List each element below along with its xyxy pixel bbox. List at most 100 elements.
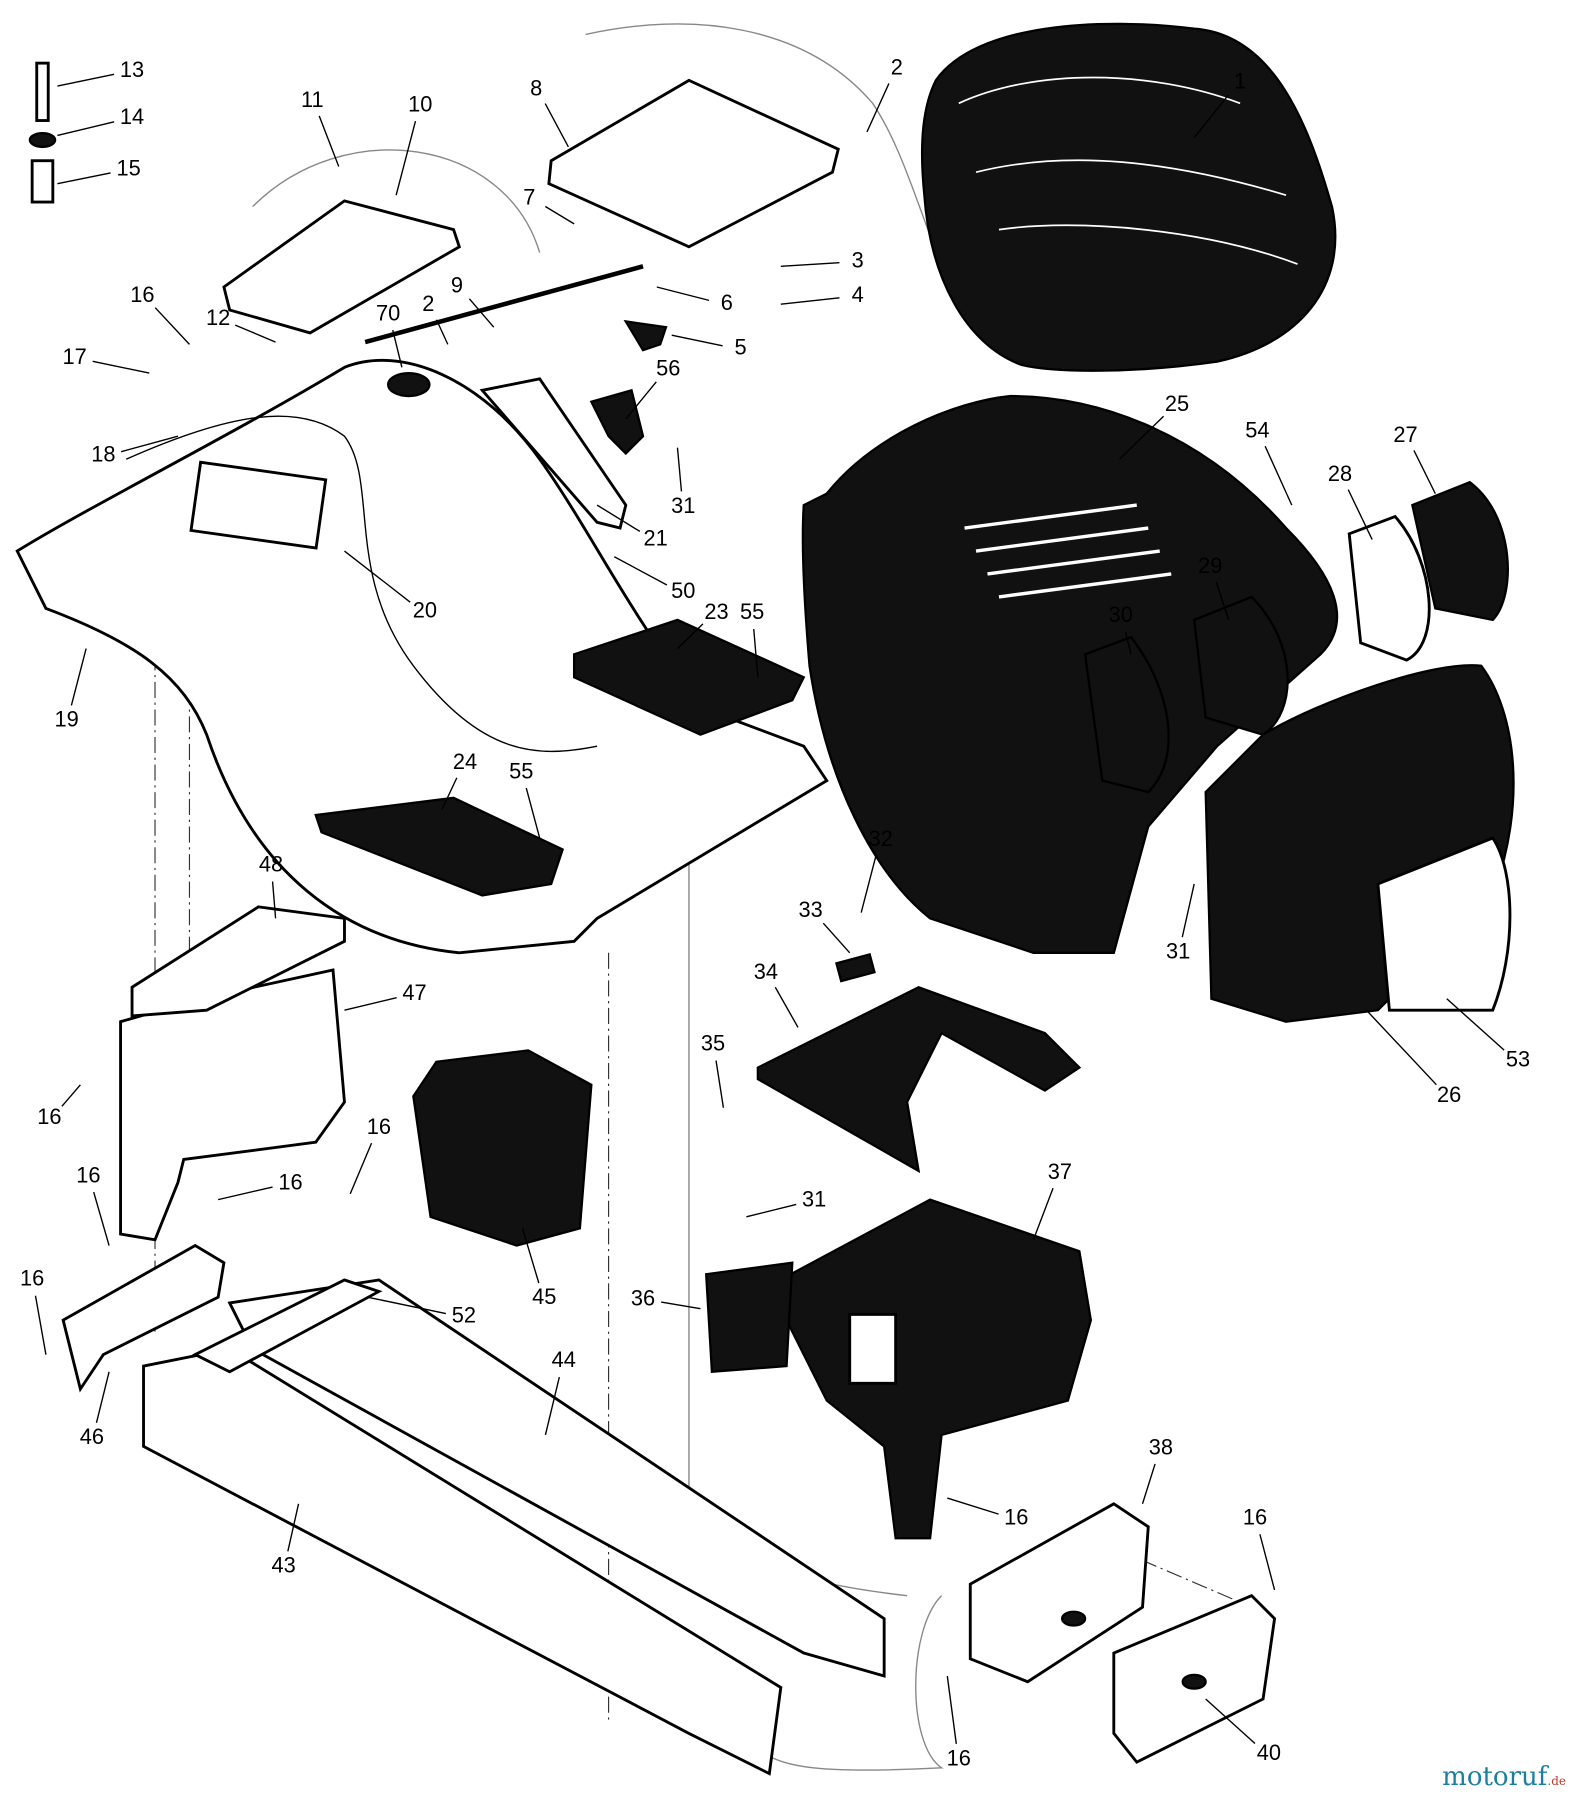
callout-part-31: 31	[802, 1187, 826, 1212]
callout-part-16: 16	[278, 1169, 302, 1194]
callout-part-16: 16	[1243, 1505, 1267, 1530]
callout-leader-line	[1259, 1534, 1276, 1591]
shield-bracket	[130, 905, 346, 1018]
callout-leader-line	[676, 447, 683, 492]
callout-part-34: 34	[754, 959, 778, 984]
grille-insert	[1376, 836, 1512, 1012]
fender-inner	[126, 415, 598, 753]
callout-leader-line	[271, 881, 277, 919]
callout-part-50: 50	[671, 578, 695, 603]
callout-leader-line	[120, 435, 179, 453]
callout-leader-line	[1181, 883, 1195, 938]
callout-leader-line	[468, 298, 495, 328]
callout-part-43: 43	[271, 1553, 295, 1578]
lever-bracket	[589, 388, 645, 456]
callout-leader-line	[1264, 445, 1293, 506]
callout-leader-line	[344, 550, 411, 603]
callout-leader-line	[1193, 94, 1229, 139]
callout-part-19: 19	[54, 707, 78, 732]
heat-shield	[119, 968, 346, 1242]
footrest-right	[572, 618, 806, 736]
footrest-left	[314, 796, 565, 897]
callout-leader-line	[656, 286, 710, 302]
callout-leader-line	[392, 329, 403, 368]
callout-part-14: 14	[120, 104, 144, 129]
seat-knob	[623, 319, 668, 352]
callout-part-23: 23	[704, 599, 728, 624]
callout-leader-line	[154, 307, 190, 345]
callout-part-48: 48	[259, 851, 283, 876]
dash-panel	[756, 985, 1082, 1174]
callout-leader-line	[780, 297, 840, 305]
callout-leader-line	[1032, 1187, 1054, 1241]
dash-support	[767, 1198, 1093, 1540]
callout-leader-line	[349, 1142, 373, 1195]
callout-leader-line	[946, 1675, 957, 1744]
callout-part-29: 29	[1198, 553, 1222, 578]
callout-leader-line	[613, 556, 668, 586]
frame-ref-outline-2	[769, 1595, 944, 1771]
callout-part-70: 70	[376, 300, 400, 325]
watermark-logo: motoruf.de	[1442, 1762, 1566, 1792]
callout-part-16: 16	[367, 1114, 391, 1139]
callout-leader-line	[1141, 1463, 1156, 1505]
bracket-52	[191, 1278, 383, 1374]
callout-part-6: 6	[721, 290, 733, 315]
callout-part-24: 24	[453, 749, 477, 774]
callout-part-1: 1	[1234, 68, 1246, 93]
callout-leader-line	[93, 1191, 110, 1246]
callout-part-18: 18	[91, 442, 115, 467]
hole	[1060, 1610, 1087, 1627]
fuel-cap	[386, 371, 431, 398]
battery-box	[412, 1049, 593, 1247]
bezel	[835, 952, 876, 983]
callout-leader-line	[521, 1228, 540, 1284]
callout-part-28: 28	[1328, 461, 1352, 486]
fender-ref-outline	[252, 149, 541, 253]
watermark-brand: motoruf	[1442, 1762, 1548, 1792]
callout-part-40: 40	[1257, 1740, 1281, 1765]
callout-part-8: 8	[530, 75, 542, 100]
callout-part-16: 16	[20, 1266, 44, 1291]
callout-leader-line	[95, 1371, 110, 1423]
seat-bracket	[222, 199, 462, 335]
callout-part-33: 33	[799, 897, 823, 922]
callout-part-31: 31	[1166, 939, 1190, 964]
callout-leader-line	[61, 1084, 81, 1107]
spring	[30, 159, 55, 204]
callout-part-16: 16	[130, 282, 154, 307]
callout-leader-line	[1413, 450, 1436, 494]
callout-part-11: 11	[301, 87, 324, 112]
callout-part-16: 16	[947, 1746, 971, 1771]
bolt	[35, 61, 50, 122]
callout-part-16: 16	[37, 1104, 61, 1129]
callout-leader-line	[525, 787, 541, 839]
seat-plate	[547, 78, 840, 249]
callout-part-47: 47	[402, 980, 426, 1005]
lever-plate	[479, 377, 628, 530]
callout-part-21: 21	[644, 525, 668, 550]
callout-leader-line	[441, 777, 458, 810]
light-housing-30	[1083, 635, 1170, 794]
callout-part-16: 16	[76, 1162, 100, 1187]
callout-part-9: 9	[451, 273, 463, 298]
callout-leader-line	[860, 855, 877, 913]
callout-leader-line	[1124, 631, 1132, 655]
callout-leader-line	[780, 262, 840, 268]
callout-leader-line	[34, 1295, 47, 1355]
callout-leader-line	[1119, 415, 1165, 460]
callout-leader-line	[715, 1060, 725, 1108]
callout-leader-line	[57, 121, 115, 137]
callout-leader-line	[753, 628, 759, 678]
front-bracket-38	[968, 1502, 1150, 1684]
callout-leader-line	[1365, 1009, 1437, 1086]
callout-part-32: 32	[869, 826, 893, 851]
callout-part-55: 55	[509, 758, 533, 783]
callout-part-25: 25	[1165, 391, 1189, 416]
frame-ref-outline	[688, 826, 908, 1597]
callout-leader-line	[344, 997, 397, 1011]
callout-leader-line	[625, 381, 657, 420]
callout-part-46: 46	[80, 1424, 104, 1449]
